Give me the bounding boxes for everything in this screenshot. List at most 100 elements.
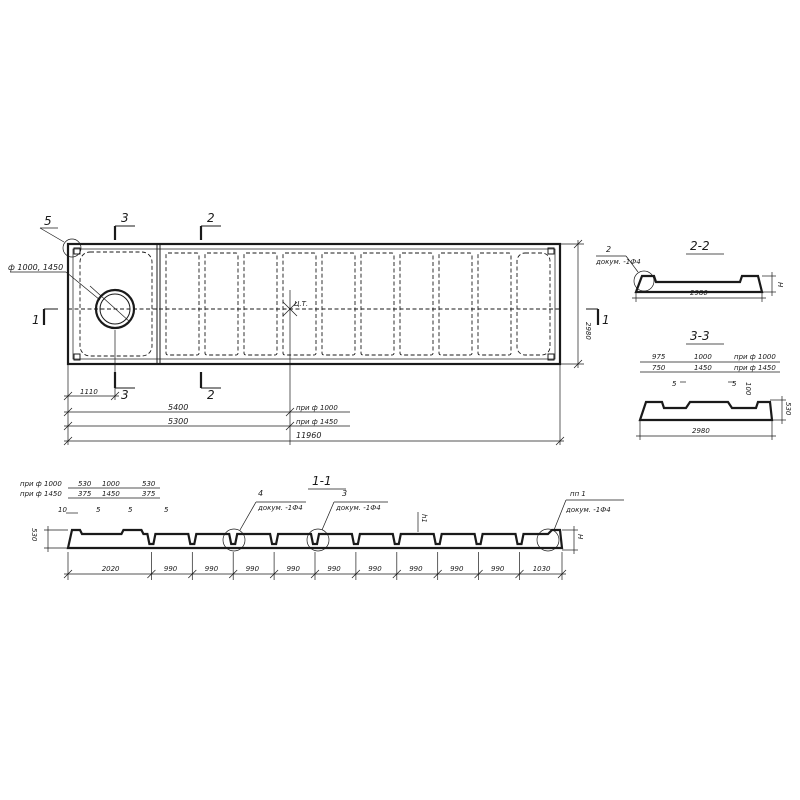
dim-5400: 5400 — [168, 403, 188, 412]
section-1-1-top-1000-0: 530 — [78, 480, 92, 488]
bottom-dim-6: 990 — [368, 565, 382, 573]
plan-view: 5 ф 1000, 1450 Ц.Т. 1 1 3 3 2 2 — [8, 211, 610, 446]
section-3-3-width: 2980 — [692, 427, 710, 435]
section-3-3-dim-5b: 5 — [732, 380, 737, 388]
callout-leader — [39, 227, 65, 243]
bottom-dim-7: 990 — [409, 565, 423, 573]
corner-mark — [73, 353, 81, 361]
section-3-top-label: 3 — [121, 211, 129, 225]
section-3-3-note-1450: при ф 1450 — [734, 364, 776, 372]
dim-tick — [188, 569, 197, 579]
callout-3-note: докум. -1Ф4 — [335, 504, 381, 512]
bay-recess — [516, 252, 551, 356]
dim-tick — [285, 407, 295, 417]
hole-label: ф 1000, 1450 — [8, 263, 63, 272]
callout-leader — [553, 499, 567, 531]
section-1-1-note-1000: при ф 1000 — [20, 480, 62, 488]
detail-circle-1 — [536, 528, 560, 552]
section-1-1-dim-10: 10 — [58, 506, 67, 514]
section-3-3-profile — [638, 400, 774, 422]
dim-tick — [392, 569, 402, 579]
section-1-1-top-1000-1: 1000 — [102, 480, 120, 488]
section-1-1-dim-5b: 5 — [128, 506, 133, 514]
section-3-3-title: 3-3 — [690, 329, 710, 343]
section-1-left-label: 1 — [32, 313, 40, 327]
callout-leader — [239, 501, 257, 531]
cg-mark — [282, 301, 298, 317]
dim-tick — [147, 569, 156, 579]
dim-tick — [110, 391, 120, 401]
dim-tick — [285, 421, 295, 431]
bottom-dim-9: 990 — [491, 565, 505, 573]
dim-5300: 5300 — [168, 417, 188, 426]
plan-width-dim: 2980 — [584, 322, 592, 340]
corner-mark — [547, 247, 555, 255]
dim-tick — [573, 359, 583, 369]
section-2-2-note: докум. -1Ф4 — [595, 258, 641, 266]
section-1-1-h1: h1 — [420, 514, 428, 523]
bay-recess — [321, 252, 356, 356]
bay-recess — [165, 252, 200, 356]
bay-recesses — [165, 252, 551, 356]
dim-total: 11960 — [296, 431, 321, 440]
section-3-3: 3-3 975 1000 при ф 1000 750 1450 при ф 1… — [636, 329, 792, 440]
dim-tick — [63, 436, 73, 446]
section-1-1-top-1000-2: 530 — [142, 480, 156, 488]
section-2-2: 2-2 2 докум. -1Ф4 2980 H — [595, 239, 784, 302]
callout-4-label: 4 — [258, 489, 263, 498]
bottom-dim-ticks — [63, 552, 567, 580]
section-1-1-top-1450-1: 1450 — [102, 490, 120, 498]
section-3-3-dim-1450: 1450 — [694, 364, 712, 372]
corner-mark — [547, 353, 555, 361]
callout-5-label: 5 — [44, 214, 52, 228]
section-3-3-dim-530: 530 — [784, 402, 792, 416]
hole-label-leader — [65, 271, 101, 301]
dim-tick — [474, 569, 483, 579]
bottom-dim-10: 1030 — [533, 565, 551, 573]
bay-recess — [243, 252, 278, 356]
callout-3-label: 3 — [342, 489, 347, 498]
section-1-1-profile — [66, 528, 564, 550]
note-5400: при ф 1000 — [296, 404, 338, 412]
dim-tick — [351, 569, 361, 579]
section-1-1-note-1450: при ф 1450 — [20, 490, 62, 498]
callout-4-note: докум. -1Ф4 — [257, 504, 303, 512]
slab-inner-edge — [72, 248, 556, 360]
bottom-dims: 2020 990 990 990 990 990 990 990 990 990… — [102, 565, 551, 573]
section-1-1-title: 1-1 — [312, 474, 332, 488]
bottom-dim-3: 990 — [246, 565, 260, 573]
callout-1-label: пп 1 — [570, 490, 586, 498]
section-2-2-profile — [634, 274, 764, 294]
section-3-bottom-label: 3 — [121, 388, 129, 402]
section-2-top-label: 2 — [207, 211, 215, 225]
section-3-3-dim-975: 975 — [652, 353, 666, 361]
section-1-1-dim-5c: 5 — [164, 506, 169, 514]
section-1-1-dim-5a: 5 — [96, 506, 101, 514]
section-1-1-dim-530: 530 — [30, 528, 38, 542]
section-1-1-top-1450-2: 375 — [142, 490, 156, 498]
dim-tick — [573, 239, 583, 249]
callout-1-note: докум. -1Ф4 — [565, 506, 611, 514]
section-3-3-dim-5a: 5 — [672, 380, 677, 388]
dim-tick — [269, 569, 279, 579]
bay-recess — [360, 252, 395, 356]
detail-circle-3 — [306, 528, 330, 552]
callout-leader — [625, 255, 639, 273]
bottom-dim-4: 990 — [287, 565, 301, 573]
first-bay-recess — [79, 251, 153, 357]
section-3-3-note-1000: при ф 1000 — [734, 353, 776, 361]
dim-tick — [515, 569, 524, 579]
dim-tick — [555, 436, 565, 446]
callout-leader — [321, 501, 335, 531]
note-5300: при ф 1450 — [296, 418, 338, 426]
dim-tick — [228, 569, 238, 579]
section-2-2-callout: 2 — [606, 245, 611, 254]
bay-recess — [438, 252, 473, 356]
bay-recess — [477, 252, 512, 356]
dim-1110: 1110 — [80, 388, 98, 396]
section-2-bottom-label: 2 — [207, 388, 215, 402]
dim-tick — [557, 569, 567, 579]
bay-recess — [399, 252, 434, 356]
bay-recess — [282, 252, 317, 356]
